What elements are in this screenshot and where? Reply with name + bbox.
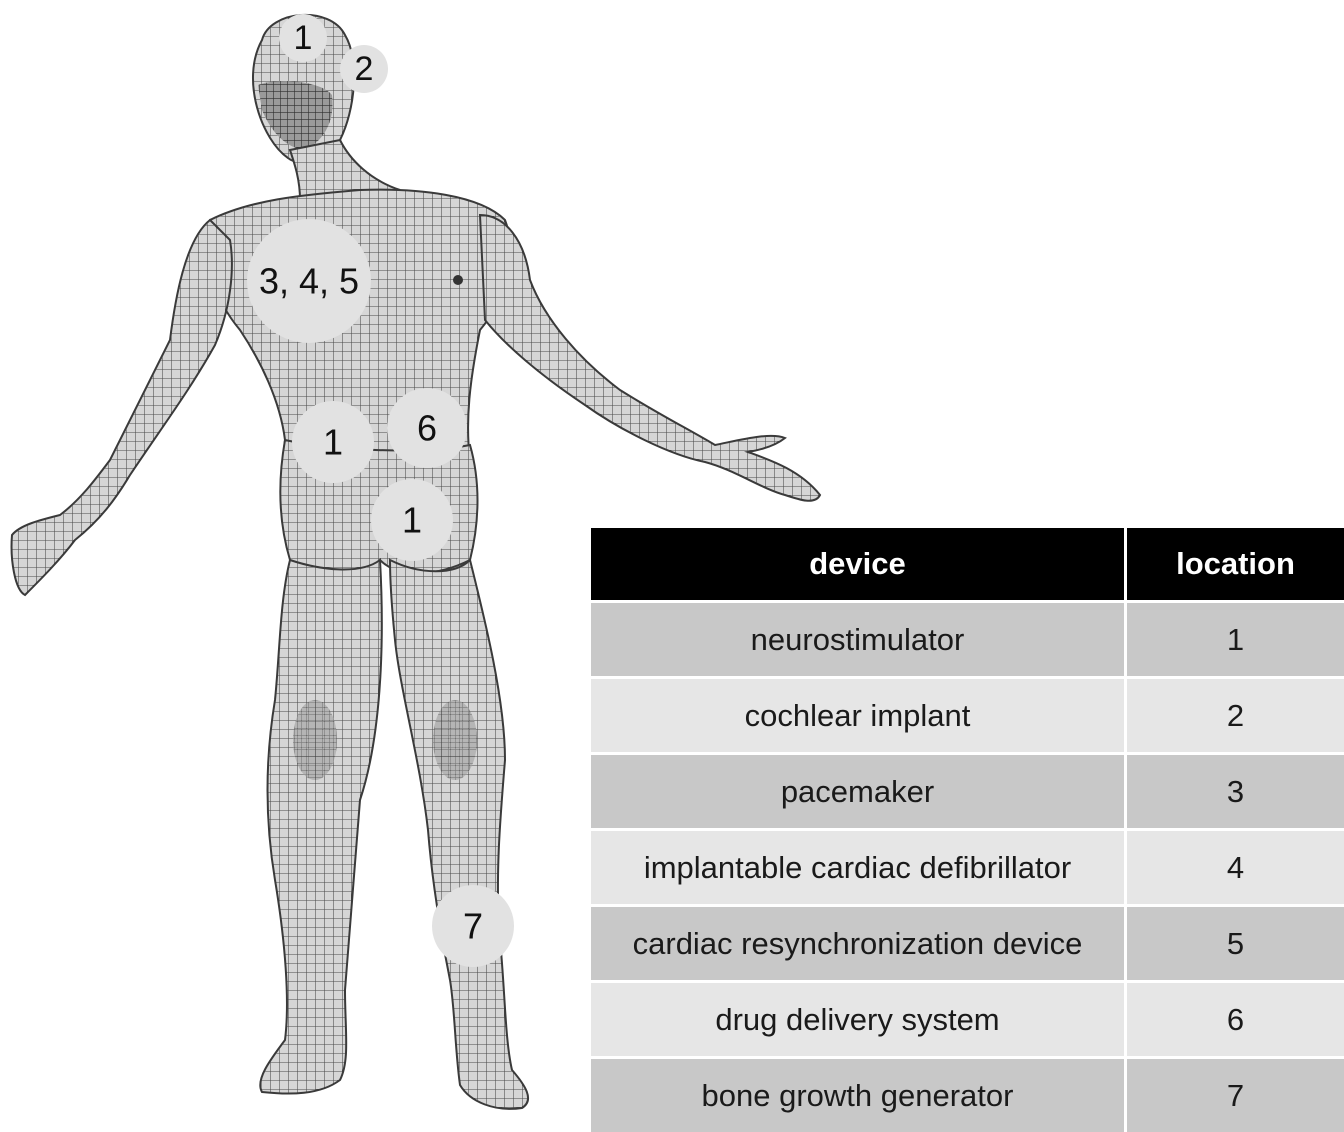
marker-6-abdomen: 6 xyxy=(387,388,467,468)
marker-label: 6 xyxy=(417,408,437,449)
location-cell: 5 xyxy=(1124,907,1344,980)
marker-label: 1 xyxy=(323,422,343,463)
nipple-mark xyxy=(453,275,463,285)
location-cell: 1 xyxy=(1124,603,1344,676)
marker-1-head: 1 xyxy=(279,14,327,62)
right-arm-shape xyxy=(480,215,820,501)
marker-7-lower-leg: 7 xyxy=(432,885,514,967)
left-leg-shape xyxy=(260,560,382,1094)
device-cell: cochlear implant xyxy=(591,679,1124,752)
device-cell: bone growth generator xyxy=(591,1059,1124,1132)
location-cell: 3 xyxy=(1124,755,1344,828)
location-cell: 2 xyxy=(1124,679,1344,752)
marker-label: 2 xyxy=(355,50,374,88)
location-cell: 7 xyxy=(1124,1059,1344,1132)
header-device: device xyxy=(591,528,1124,600)
marker-1-pelvis: 1 xyxy=(371,479,453,561)
knee-left-shading xyxy=(293,700,337,780)
knee-right-shading xyxy=(433,700,477,780)
device-cell: neurostimulator xyxy=(591,603,1124,676)
left-arm-shape xyxy=(12,220,232,595)
device-cell: drug delivery system xyxy=(591,983,1124,1056)
marker-label: 1 xyxy=(294,19,313,57)
marker-1-lower-back: 1 xyxy=(292,401,374,483)
location-cell: 4 xyxy=(1124,831,1344,904)
device-location-table: device location neurostimulator 1 cochle… xyxy=(591,528,1344,1127)
device-cell: pacemaker xyxy=(591,755,1124,828)
marker-label: 3, 4, 5 xyxy=(259,261,359,302)
marker-3-4-5-chest: 3, 4, 5 xyxy=(247,219,371,343)
marker-label: 1 xyxy=(402,500,422,541)
device-cell: cardiac resynchronization device xyxy=(591,907,1124,980)
location-cell: 6 xyxy=(1124,983,1344,1056)
marker-label: 7 xyxy=(463,906,483,947)
header-location: location xyxy=(1124,528,1344,600)
device-cell: implantable cardiac defibrillator xyxy=(591,831,1124,904)
right-leg-shape xyxy=(390,560,528,1109)
marker-2-ear: 2 xyxy=(340,45,388,93)
